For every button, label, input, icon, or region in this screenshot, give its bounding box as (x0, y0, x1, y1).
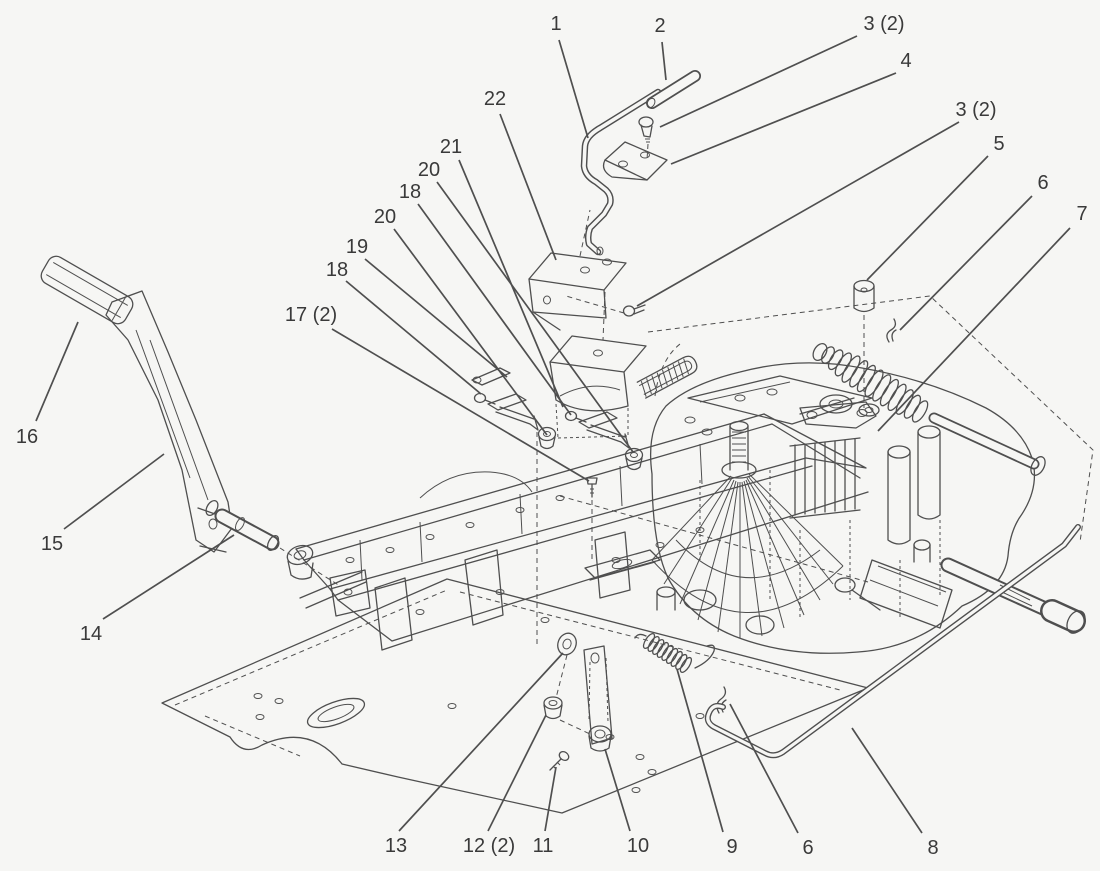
guard-loop (636, 355, 698, 399)
latch-part-19 (471, 367, 511, 386)
callout-leader-6 (899, 195, 1033, 331)
mount-bracket-part-22 (528, 252, 627, 331)
callout-label-12(2): 12 (2) (463, 835, 515, 857)
callout-leader-17(2) (331, 328, 590, 482)
callout-label-1: 1 (550, 13, 561, 35)
callout-label-18: 18 (326, 259, 348, 281)
saddle-bracket (549, 335, 647, 439)
callout-leader-14 (102, 534, 235, 620)
brake-link-part-10 (583, 645, 613, 752)
lever-grip (40, 255, 134, 325)
callout-label-8: 8 (927, 837, 938, 859)
rod-part-1 (580, 88, 662, 256)
cooling-fins (789, 437, 861, 519)
return-spring-part-9 (634, 632, 715, 673)
tube-part-2 (646, 70, 701, 109)
callout-leader-15 (63, 453, 165, 530)
callout-leader-13 (398, 652, 564, 832)
cup-washer-20-left (537, 426, 557, 450)
callout-leader-3(2) (659, 35, 858, 128)
input-shaft (721, 420, 757, 479)
callout-leader-3(2) (636, 121, 960, 307)
callout-label-17(2): 17 (2) (285, 304, 337, 326)
callout-leader-4 (670, 72, 897, 165)
flanged-washer-part-13 (557, 632, 577, 656)
chassis-frame-weldment (295, 413, 869, 651)
callout-leader-11 (544, 766, 557, 832)
screw-part-11 (549, 750, 570, 771)
screw-part-3b (565, 295, 646, 317)
callout-label-11: 11 (533, 835, 554, 857)
cup-washer-20-right (624, 447, 644, 471)
callout-label-20: 20 (374, 206, 396, 228)
callout-label-18: 18 (399, 181, 421, 203)
transaxle-housing (649, 362, 1036, 654)
extension-spring-part-7 (821, 346, 929, 423)
callout-label-6: 6 (802, 837, 813, 859)
callout-label-4: 4 (900, 50, 911, 72)
callout-label-2: 2 (654, 15, 665, 37)
callout-leader-5 (866, 155, 989, 281)
callout-label-6: 6 (1037, 172, 1048, 194)
lever-arm (105, 290, 233, 553)
callout-leader-8 (851, 727, 923, 834)
callout-label-5: 5 (993, 133, 1004, 155)
spring-link-rod (928, 412, 1046, 476)
callout-leader-7 (877, 227, 1071, 432)
bolt-and-slide-18-right (564, 410, 630, 449)
screw-part-17 (586, 477, 598, 560)
callout-leader-16 (35, 321, 79, 422)
callout-label-15: 15 (41, 533, 63, 555)
callout-label-10: 10 (627, 835, 649, 857)
rear-frame-dashed-outline (647, 295, 1094, 543)
callout-leader-10 (604, 748, 631, 832)
brake-handle-rod-group (528, 70, 701, 645)
spring-anchor-arm (799, 401, 877, 429)
brake-caliper-box (834, 539, 953, 629)
right-cylinders (887, 425, 941, 545)
cooling-fan (651, 473, 844, 638)
brake-rod-part-8 (704, 524, 1081, 759)
callout-label-14: 14 (80, 623, 102, 645)
bushing-part-12 (543, 696, 563, 720)
callout-label-7: 7 (1076, 203, 1087, 225)
callout-leader-6 (729, 703, 799, 834)
callout-leader-20 (393, 228, 548, 436)
lever-rod-and-bushing (205, 499, 341, 587)
callout-label-16: 16 (16, 426, 38, 448)
callout-leader-2 (661, 41, 667, 81)
callout-leader-18 (345, 280, 482, 395)
lower-brake-linkage (543, 495, 1081, 771)
callout-label-13: 13 (385, 835, 407, 857)
callout-leader-18 (417, 203, 572, 416)
callout-leader-9 (676, 668, 724, 833)
callout-label-22: 22 (484, 88, 506, 110)
callout-leader-19 (364, 258, 508, 378)
callout-leader-20 (436, 181, 634, 453)
bolt-and-slide-18-left (473, 392, 539, 431)
callout-label-9: 9 (726, 836, 737, 858)
frame-holes (345, 495, 705, 623)
callout-label-3(2): 3 (2) (863, 13, 904, 35)
callout-leader-12(2) (487, 714, 547, 832)
callout-label-19: 19 (346, 236, 368, 258)
callout-leader-1 (558, 39, 589, 139)
callout-label-20: 20 (418, 159, 440, 181)
hairpin-clip-part-6-upper (886, 318, 897, 343)
callout-label-3(2): 3 (2) (955, 99, 996, 121)
spring-anchor-stud (812, 342, 828, 362)
clamp-bracket-part-4 (602, 141, 668, 181)
parking-brake-lever-assembly (40, 255, 341, 587)
floor-pan-plate (161, 578, 869, 814)
callout-leader-22 (499, 113, 557, 261)
housing-bosses (656, 586, 775, 635)
callout-label-21: 21 (440, 136, 462, 158)
